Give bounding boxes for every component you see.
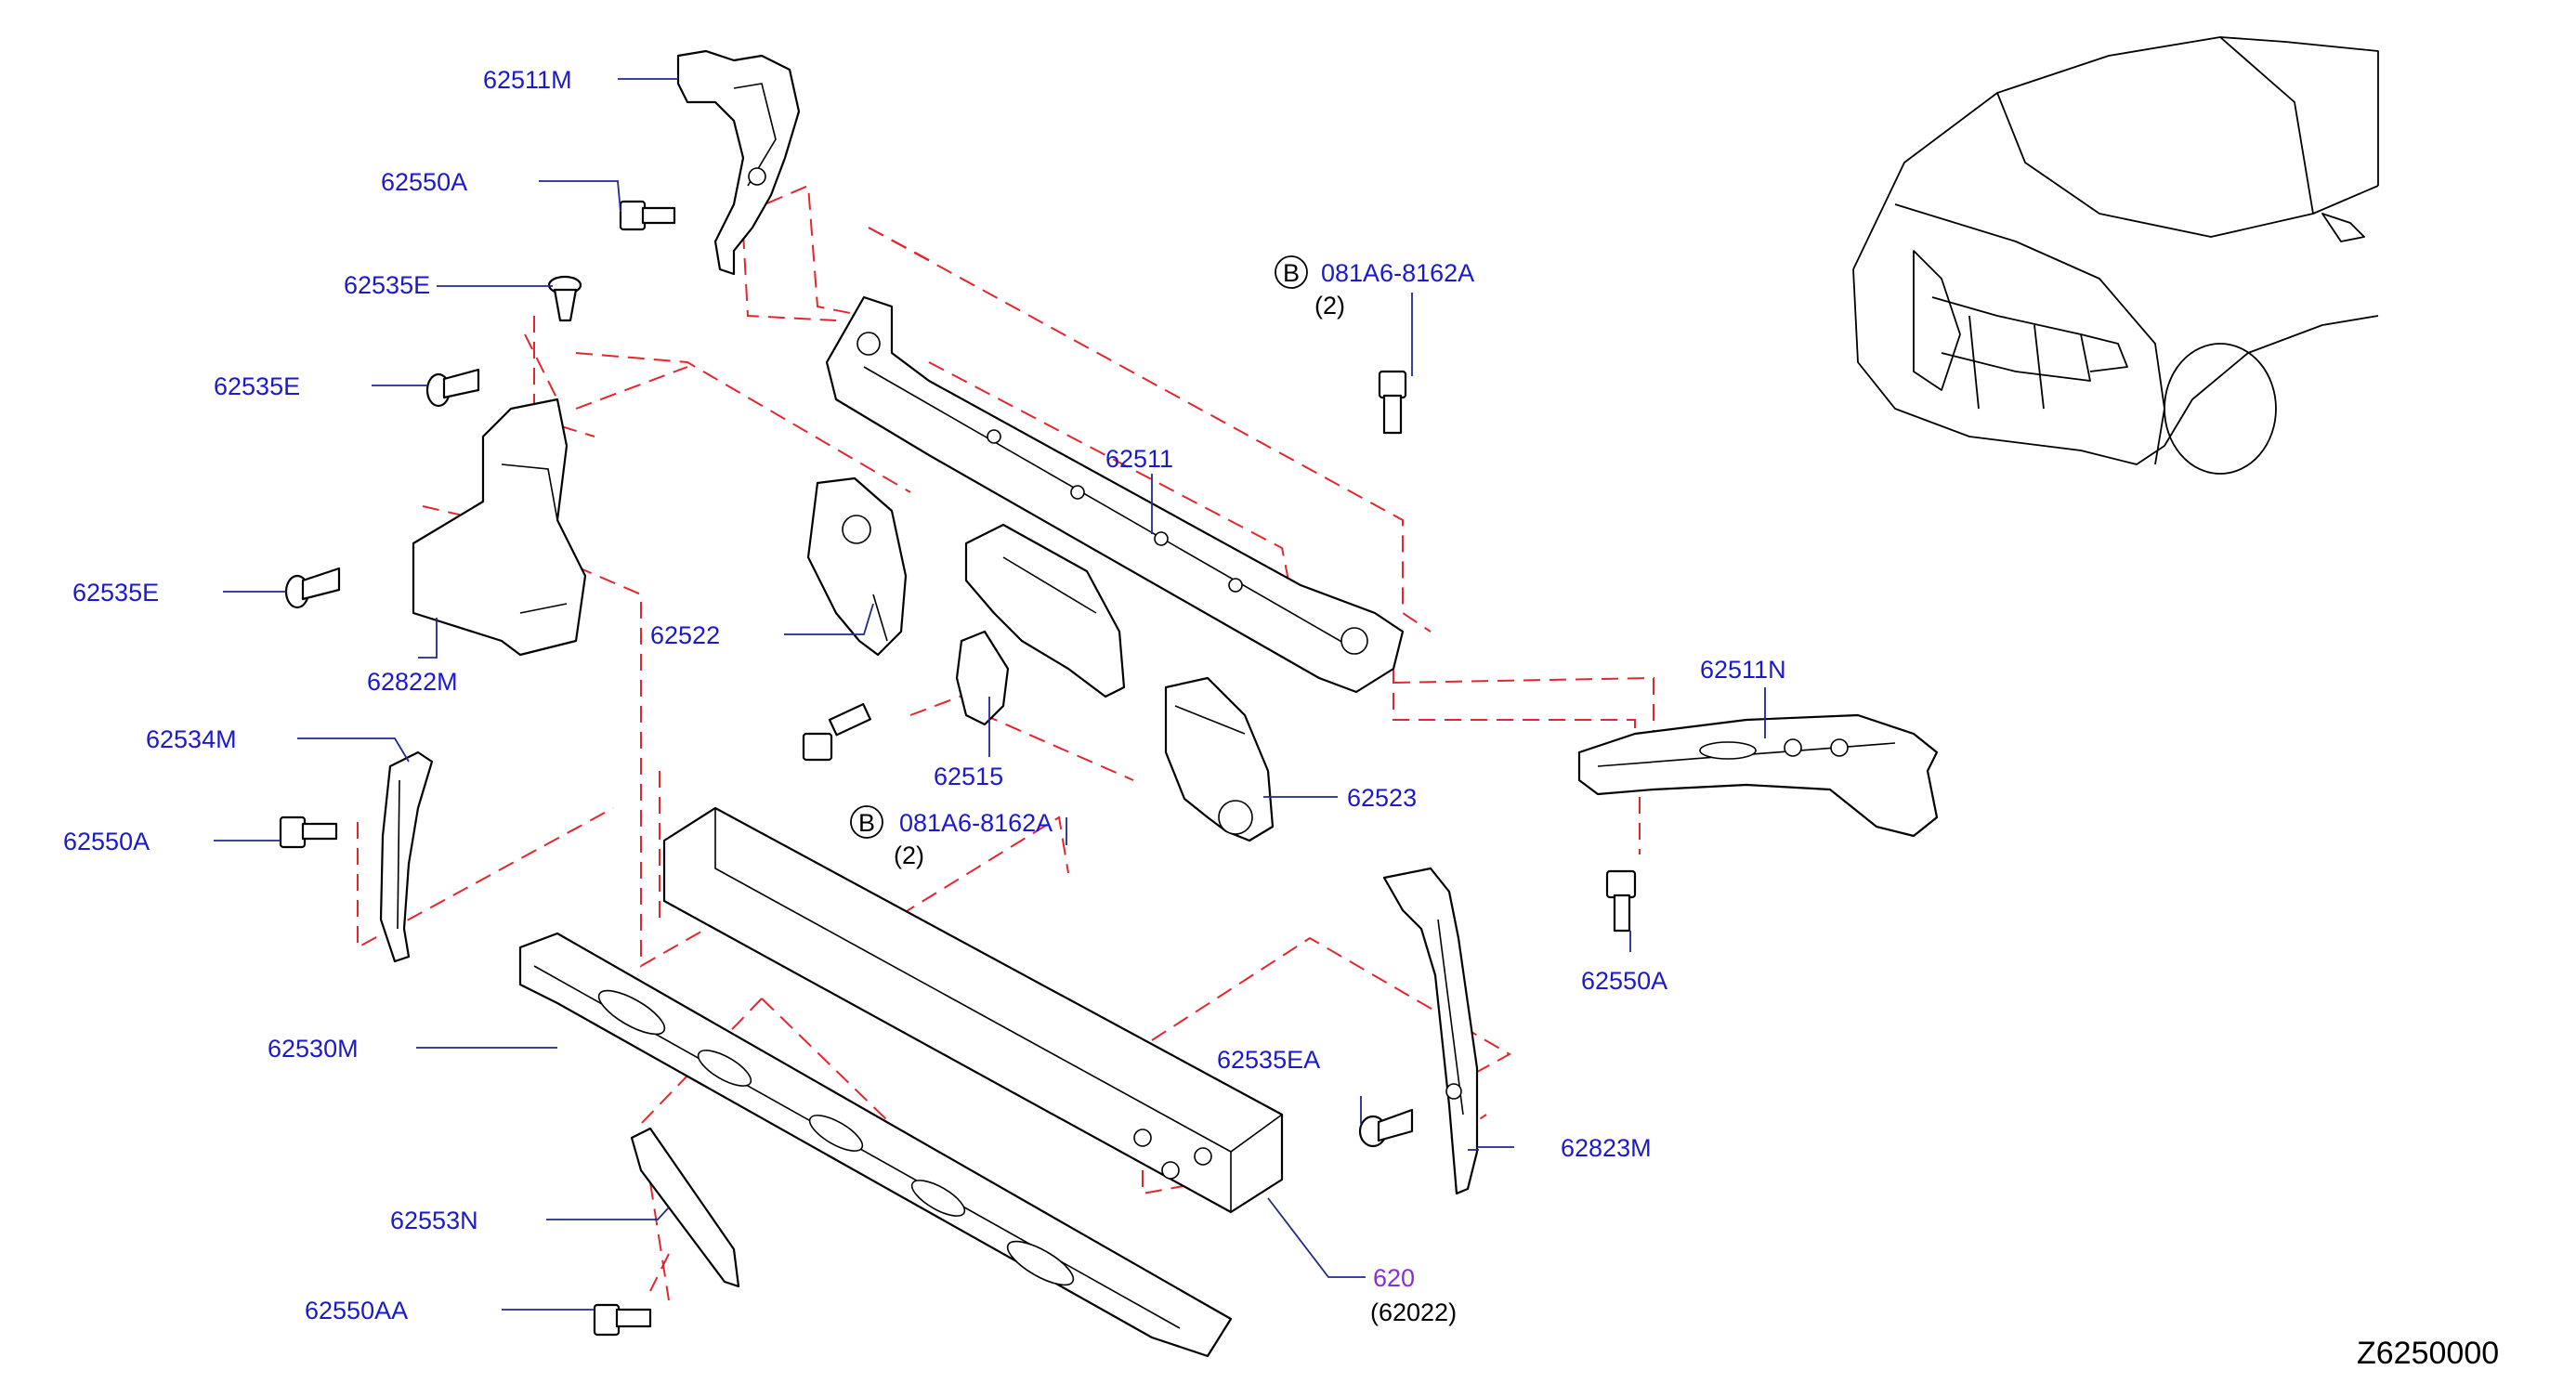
bolt-081A6-8162A-top-shape — [1378, 370, 1407, 435]
label-62511N[interactable]: 62511N — [1700, 656, 1786, 684]
part-62515-shape — [955, 630, 1010, 726]
badge-b-mid — [850, 805, 883, 839]
part-62534M-shape — [379, 750, 434, 963]
label-62823M[interactable]: 62823M — [1561, 1134, 1652, 1162]
label-62553N[interactable]: 62553N — [390, 1207, 478, 1234]
part-62511M-shape — [676, 49, 801, 276]
badge-b-top — [1275, 255, 1308, 289]
label-62511[interactable]: 62511 — [1105, 445, 1173, 473]
label-62550AA[interactable]: 62550AA — [305, 1297, 408, 1324]
part-62511N-shape — [1577, 713, 1939, 838]
label-081A6-8162A-top[interactable]: 081A6-8162A — [1321, 259, 1474, 287]
part-62523-shape — [1164, 676, 1275, 842]
label-62550A-top[interactable]: 62550A — [381, 168, 467, 196]
label-62523[interactable]: 62523 — [1347, 784, 1417, 812]
diagram-code: Z6250000 — [2357, 1336, 2499, 1371]
label-081A6-8162A-top-qty: (2) — [1314, 292, 1345, 320]
part-62511-shape — [825, 295, 1405, 694]
label-62535EA[interactable]: 62535EA — [1217, 1046, 1320, 1074]
bolt-081A6-8162A-mid-shape — [802, 702, 871, 762]
vehicle-location-inset — [1852, 36, 2379, 475]
clip-62535E-low-shape — [284, 567, 341, 609]
part-62822M-shape — [412, 398, 587, 657]
clip-62535EA-shape — [1358, 1108, 1414, 1148]
label-62535E-low[interactable]: 62535E — [72, 579, 159, 607]
badge-b-top-letter: B — [1283, 259, 1300, 287]
part-labels: 62511M 62550A 62535E 62535E 62535E 62822… — [63, 66, 1786, 1326]
bolt-callout-top: B 081A6-8162A (2) — [1275, 255, 1474, 320]
label-62522[interactable]: 62522 — [650, 621, 720, 649]
bolt-62550A-top-shape — [619, 200, 676, 231]
part-62553N-shape — [630, 1127, 740, 1288]
part-62530M-shape — [518, 932, 1233, 1358]
part-center-bracket-shape — [964, 523, 1126, 698]
label-62515[interactable]: 62515 — [934, 763, 1003, 790]
label-62535E-mid[interactable]: 62535E — [214, 372, 300, 400]
clip-62535E-top-shape — [547, 275, 582, 322]
label-081A6-8162A-mid-qty: (2) — [894, 842, 924, 869]
part-62022-tube-shape — [662, 806, 1284, 1214]
bolt-callout-mid: B 081A6-8162A (2) — [850, 805, 1053, 869]
part-62823M-shape — [1382, 867, 1479, 1195]
leader-lines — [214, 78, 1766, 1311]
label-62550A-right[interactable]: 62550A — [1581, 967, 1667, 995]
label-62022-sub: (62022) — [1370, 1298, 1457, 1326]
label-62511M[interactable]: 62511M — [483, 66, 572, 94]
bolt-62550A-right-shape — [1605, 869, 1637, 933]
label-081A6-8162A-mid[interactable]: 081A6-8162A — [899, 809, 1053, 837]
badge-b-mid-letter: B — [858, 809, 875, 837]
clip-62535E-mid-shape — [425, 368, 480, 408]
bolt-62550AA-shape — [593, 1303, 652, 1337]
label-620[interactable]: 620 — [1373, 1264, 1415, 1292]
label-62535E-top[interactable]: 62535E — [344, 271, 430, 299]
bolt-62550A-left-shape — [279, 815, 338, 849]
label-62550A-left[interactable]: 62550A — [63, 828, 150, 855]
part-62522-shape — [806, 476, 908, 657]
label-62822M[interactable]: 62822M — [367, 668, 458, 696]
label-62534M[interactable]: 62534M — [146, 725, 237, 753]
label-62530M[interactable]: 62530M — [268, 1035, 359, 1063]
